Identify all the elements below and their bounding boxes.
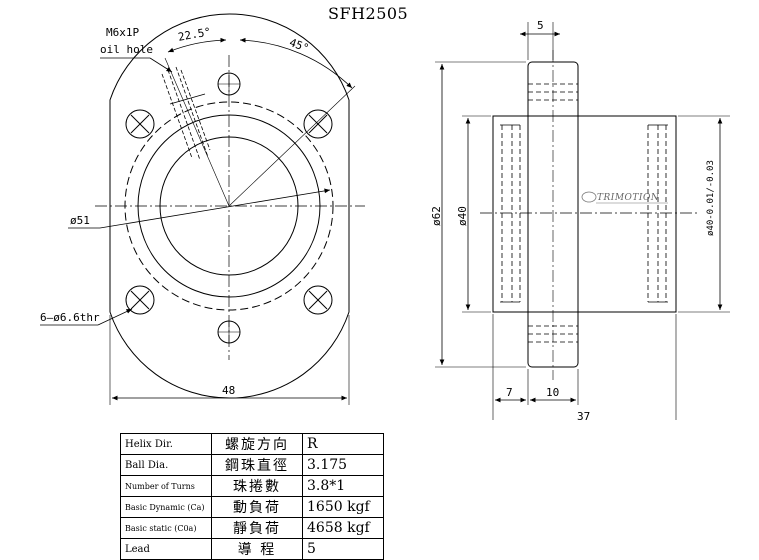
table-row: Lead 導 程 5 — [120, 538, 384, 560]
spec-en-label: Lead — [120, 538, 212, 560]
width-dimension-label: 48 — [222, 384, 236, 397]
bolt-hole-callout: 6—ø6.6thr — [40, 311, 100, 324]
spec-cn-label: 動負荷 — [211, 496, 303, 518]
flange-thickness-label: 5 — [537, 19, 544, 32]
table-row: Ball Dia. 鋼珠直徑 3.175 — [120, 454, 384, 476]
spec-value: 3.175 — [302, 454, 384, 476]
spec-table: Helix Dir. 螺旋方向 R Ball Dia. 鋼珠直徑 3.175 N… — [120, 433, 384, 560]
table-row: Basic static (C0a) 靜負荷 4658 kgf — [120, 517, 384, 539]
spec-cn-label: 珠捲數 — [211, 475, 303, 497]
dimension-10-label: 10 — [546, 386, 560, 399]
table-row: Basic Dynamic (Ca) 動負荷 1650 kgf — [120, 496, 384, 518]
dimension-7-label: 7 — [506, 386, 513, 399]
body-diameter-tolerance-label: ø40-0.01/-0.03 — [706, 160, 716, 236]
brand-logo-text: TRIMOTION — [597, 193, 660, 203]
spec-cn-label: 鋼珠直徑 — [211, 454, 303, 476]
table-row: Helix Dir. 螺旋方向 R — [120, 433, 384, 455]
flange-diameter-label: ø62 — [430, 206, 443, 226]
overall-length-label: 37 — [577, 410, 591, 423]
oil-hole — [161, 66, 211, 161]
spec-en-label: Number of Turns — [120, 475, 212, 497]
spec-value: 1650 kgf — [302, 496, 384, 518]
side-view — [435, 22, 730, 420]
body-diameter-label: ø40 — [456, 206, 469, 226]
spec-value: 3.8*1 — [302, 475, 384, 497]
drawing-title: SFH2505 — [328, 4, 409, 23]
spec-value: 4658 kgf — [302, 517, 384, 539]
spec-en-label: Basic Dynamic (Ca) — [120, 496, 212, 518]
oil-hole-thread-label: M6x1P — [106, 26, 140, 39]
pcd-label: ø51 — [70, 214, 90, 227]
spec-value: R — [302, 433, 384, 455]
spec-cn-label: 螺旋方向 — [211, 433, 303, 455]
front-view — [40, 13, 365, 405]
table-row: Number of Turns 珠捲數 3.8*1 — [120, 475, 384, 497]
spec-en-label: Ball Dia. — [120, 454, 212, 476]
spec-value: 5 — [302, 538, 384, 560]
oil-hole-label: oil hole — [100, 43, 153, 56]
technical-drawing — [40, 13, 730, 420]
body-rect — [492, 115, 677, 313]
spec-en-label: Basic static (C0a) — [120, 517, 212, 539]
flange-outline — [109, 13, 350, 399]
bolt-holes — [125, 72, 333, 344]
spec-en-label: Helix Dir. — [120, 433, 212, 455]
spec-cn-label: 導 程 — [211, 538, 303, 560]
spec-cn-label: 靜負荷 — [211, 517, 303, 539]
